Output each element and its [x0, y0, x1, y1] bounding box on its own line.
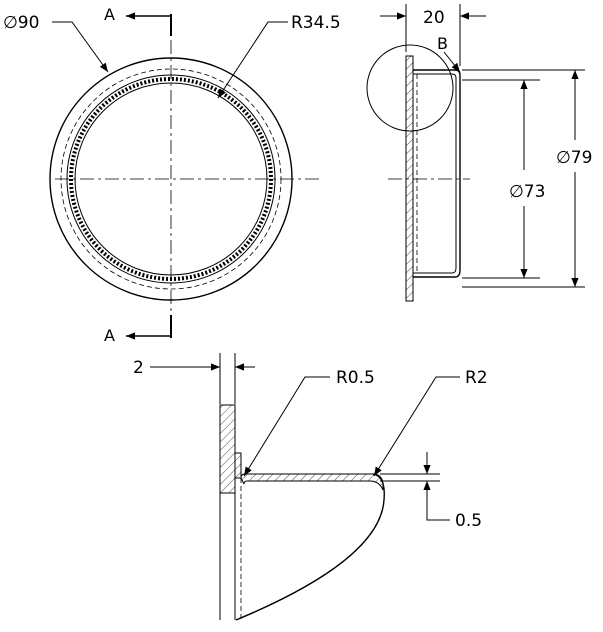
detail-label: B: [437, 34, 448, 53]
detail-cup-wall: [240, 473, 384, 491]
section-label-bottom: A: [104, 326, 115, 345]
side-view: B 20 ∅73 ∅79: [366, 4, 592, 302]
side-flange: [405, 55, 414, 302]
side-cup-body: [413, 69, 461, 278]
outer-dia-label: ∅79: [556, 148, 592, 168]
wall-label: 0.5: [455, 511, 482, 531]
cup-inner-rim: [74, 82, 268, 276]
radius-leader: [217, 21, 288, 99]
detail-rim-curve: [235, 473, 385, 621]
inner-dia-label: ∅73: [509, 182, 545, 202]
flange-hidden-circle: [60, 68, 282, 290]
thickness-label: 2: [133, 358, 144, 378]
diameter-label: ∅90: [3, 13, 39, 33]
diameter-leader: [52, 21, 109, 73]
detail-circle: [366, 44, 454, 132]
wall-leader: [426, 503, 450, 521]
depth-label: 20: [423, 8, 445, 28]
cup-rim-hatched: [69, 77, 273, 281]
front-view: R34.5 ∅90 A A: [3, 5, 341, 345]
radius-label: R34.5: [291, 13, 341, 33]
section-label-top: A: [104, 5, 115, 24]
side-cup-inner: [413, 73, 457, 274]
detail-small-step: [234, 452, 242, 479]
detail-flange: [219, 404, 236, 494]
cup-outer-rim: [66, 74, 276, 284]
inner-radius-leader: [243, 376, 330, 477]
outer-radius-leader: [373, 376, 460, 477]
inner-radius-label: R0.5: [336, 368, 375, 388]
detail-view: 2 R0.5 R2 0.5: [133, 353, 488, 621]
outer-radius-label: R2: [465, 368, 488, 388]
flange-outer-circle: [49, 57, 293, 301]
detail-leader: [443, 51, 461, 73]
